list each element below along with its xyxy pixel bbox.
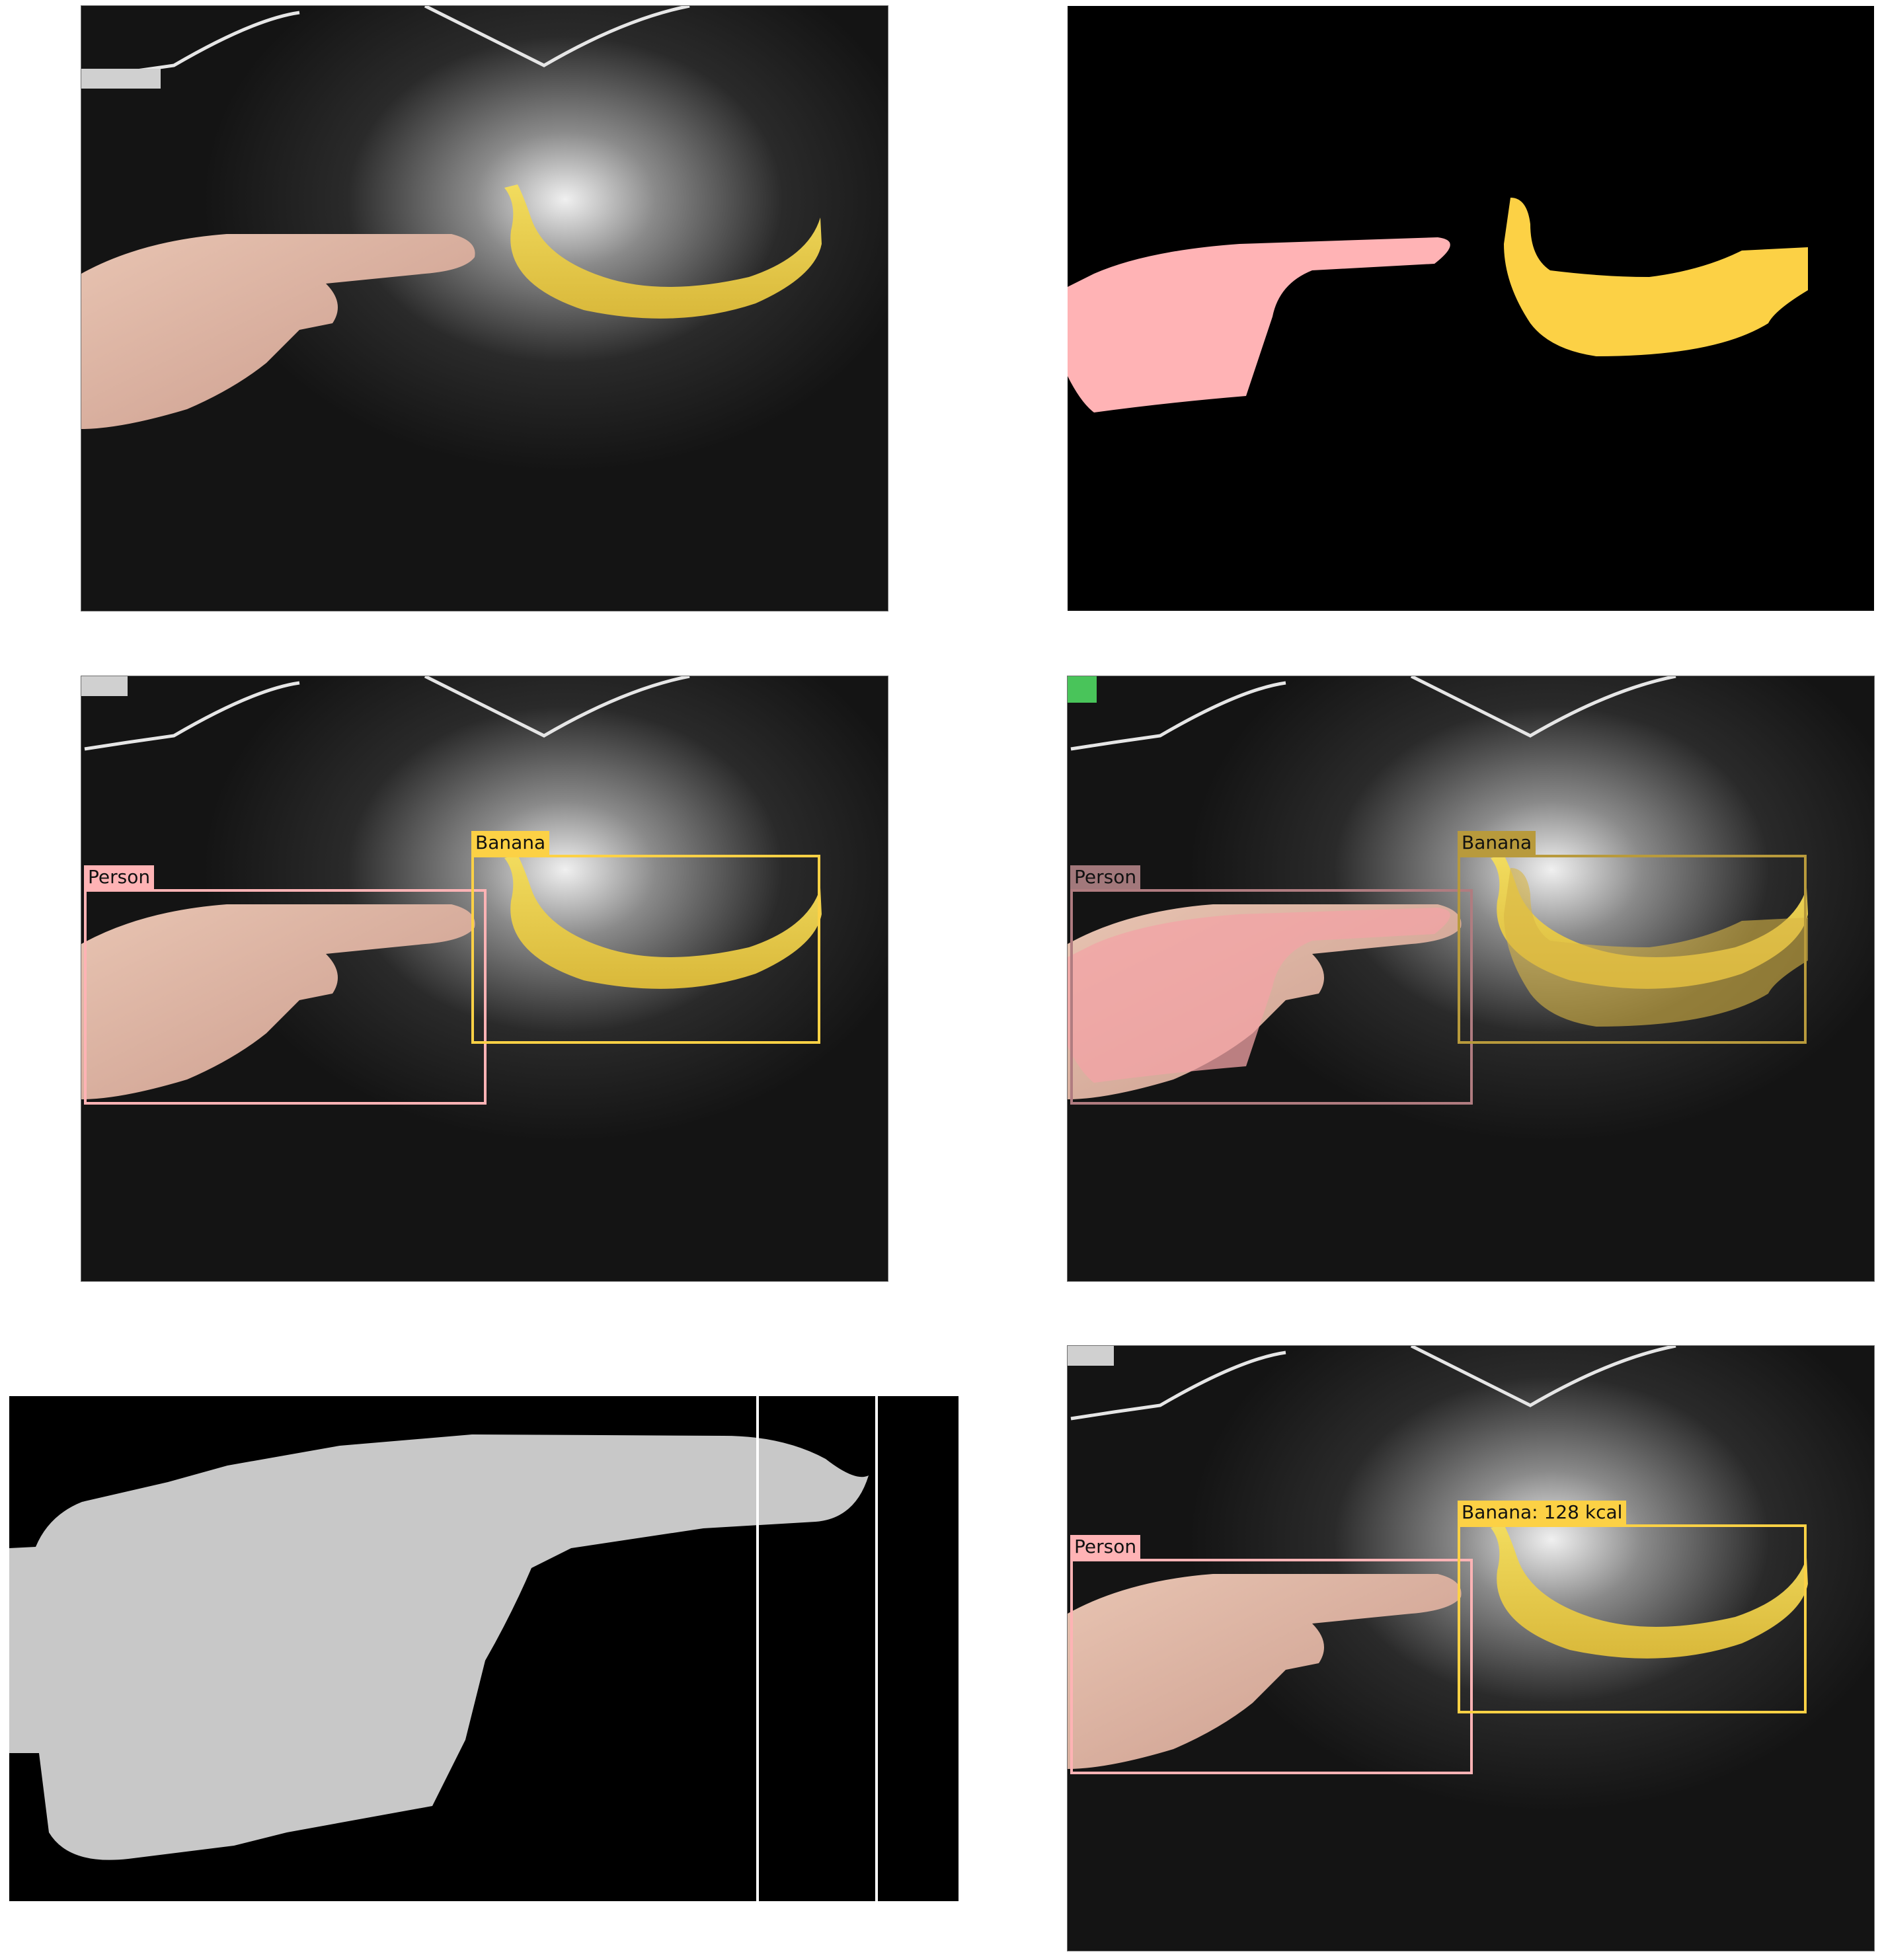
green-marker-icon [1068, 676, 1097, 703]
banana-bounding-box [471, 855, 820, 1044]
hand-icon [81, 234, 475, 429]
banana-icon [1491, 1524, 1808, 1659]
calorie-result-panel: Person Banana: 128 kcal [1067, 1345, 1875, 1951]
banana-icon [504, 184, 822, 319]
hand-icon [1068, 1574, 1462, 1769]
person-binary-region [9, 1434, 869, 1860]
banana-label: Banana [1458, 831, 1536, 855]
charger-icon [81, 69, 161, 89]
person-mask-region [1068, 237, 1450, 412]
mask-shapes [1068, 198, 1808, 412]
person-bounding-box [1070, 1559, 1473, 1774]
mask-shapes [9, 1396, 878, 1901]
binary-person-mask-panel [9, 1396, 959, 1901]
person-overlay-region [1068, 908, 1450, 1083]
charger-icon [81, 676, 128, 696]
banana-bounding-box [1458, 855, 1807, 1044]
vertical-divider-line [875, 1396, 878, 1901]
original-photo-panel [81, 5, 888, 611]
person-label: Person [1070, 865, 1141, 889]
instance-overlay-panel: Person Banana [1067, 676, 1875, 1282]
photo-scene [81, 6, 888, 611]
hand-icon [81, 904, 475, 1099]
cable-icon [84, 676, 690, 751]
detection-boxes-panel: Person Banana [81, 676, 888, 1282]
person-label: Person [1070, 1535, 1141, 1559]
banana-overlay-region [1504, 868, 1808, 1027]
vertical-divider-line [756, 1396, 759, 1901]
banana-mask-region [1504, 198, 1808, 356]
banana-bounding-box [1458, 1524, 1807, 1713]
person-bounding-box [1070, 889, 1473, 1105]
banana-kcal-label: Banana: 128 kcal [1458, 1501, 1627, 1524]
cable-icon [1070, 676, 1676, 751]
banana-icon [504, 855, 822, 989]
segmentation-mask-panel [1068, 6, 1874, 611]
charger-icon [1068, 1346, 1114, 1366]
banana-label: Banana [471, 831, 550, 855]
photo-scene [1068, 676, 1874, 1281]
cable-icon [84, 6, 690, 81]
person-label: Person [84, 865, 155, 889]
cable-icon [1070, 1346, 1676, 1421]
person-bounding-box [84, 889, 487, 1105]
